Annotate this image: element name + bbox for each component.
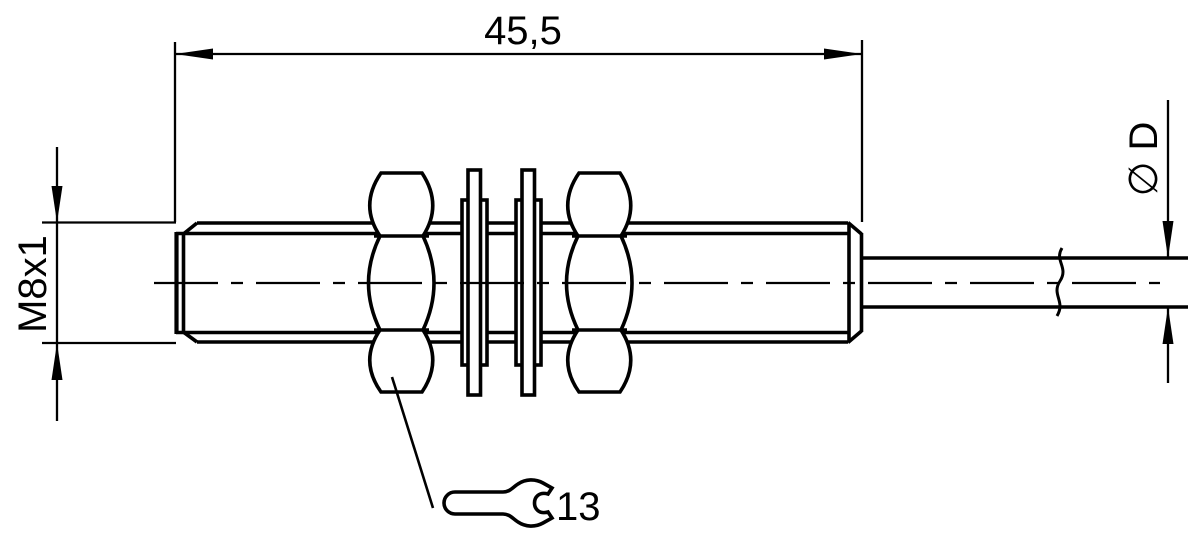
overall-length-dimension: 45,5 <box>173 9 864 222</box>
rear-chamfer-top <box>846 221 863 236</box>
thread-arrowhead-bottom <box>51 343 63 380</box>
cable <box>861 247 1188 317</box>
wrench-size-label: 13 <box>556 485 601 529</box>
overall-length-label: 45,5 <box>484 9 562 53</box>
cable-arrowhead-top <box>1162 221 1174 258</box>
thread-arrowhead-top <box>51 186 63 223</box>
cap-chamfer-top <box>182 221 199 235</box>
cap-chamfer-bottom <box>182 331 199 344</box>
cable-diameter-dimension: ∅ D <box>1122 100 1174 383</box>
cable-arrowhead-bottom <box>1162 307 1174 344</box>
thread-dimension: M8x1 <box>11 147 176 421</box>
wrench-size-callout: 13 <box>390 376 601 529</box>
arrowhead-right <box>824 48 862 60</box>
cable-diameter-label: ∅ D <box>1122 122 1166 197</box>
leader-line <box>390 376 435 509</box>
thread-size-label: M8x1 <box>11 235 55 333</box>
wrench-icon <box>442 478 555 528</box>
cable-break-symbol <box>1055 247 1065 317</box>
arrowhead-left <box>175 48 213 60</box>
rear-chamfer-bottom <box>846 329 863 344</box>
